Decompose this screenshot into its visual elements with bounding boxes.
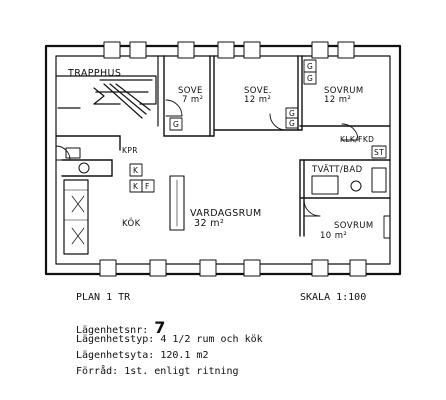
wardrobe-letter: ST	[374, 148, 384, 157]
room-label-vardagsrum: VARDAGSRUM	[190, 208, 262, 219]
apartment-number-label: Lägenhetsnr:	[76, 325, 149, 336]
living-cabinet	[169, 175, 185, 231]
door-swing	[55, 99, 359, 217]
room-label-sove-1: SOVE	[178, 86, 203, 96]
storage-row: Förråd: 1st. enligt ritning	[76, 366, 239, 377]
room-area-sovrum-1: 12 m²	[324, 95, 351, 105]
wardrobe-letter: F	[145, 182, 150, 191]
room-area-sove-2: 12 m²	[244, 95, 271, 105]
room-label-kpr: KPR	[122, 146, 138, 155]
wardrobe-letter: G	[289, 119, 295, 128]
storage-label: Förråd:	[76, 366, 119, 377]
wardrobe-letter: K	[133, 182, 139, 191]
apartment-type-row: Lägenhetstyp: 4 1/2 rum och kök	[76, 334, 263, 345]
window-top	[103, 41, 355, 59]
room-area-vardagsrum: 32 m²	[194, 218, 224, 229]
room-label-klk-fkd: KLK/FKD	[340, 135, 374, 144]
wardrobe-letter: G	[173, 120, 179, 129]
apartment-area-row: Lägenhetsyta: 120.1 m2	[76, 350, 208, 361]
wardrobe-letter: G	[307, 62, 313, 71]
stairwell	[55, 55, 159, 127]
floor-plan-drawing: TRAPPHUS SOVE 7 m² SOVE. 12 m² SOVRUM 12…	[44, 41, 402, 277]
wardrobe-letter: G	[307, 74, 313, 83]
room-label-sove-2: SOVE.	[244, 86, 272, 96]
apartment-number-value: 7	[154, 318, 166, 337]
room-area-sovrum-2: 10 m²	[320, 231, 347, 241]
scale-label: SKALA 1:100	[300, 292, 367, 303]
exterior-wall-inner	[55, 55, 391, 265]
apartment-area-label: Lägenhetsyta:	[76, 350, 155, 361]
room-area-sove-1: 7 m²	[182, 95, 203, 105]
apartment-type-label: Lägenhetstyp:	[76, 334, 155, 345]
window-bottom	[99, 259, 367, 277]
wardrobe-box	[129, 59, 391, 239]
apartment-area-value: 120.1 m2	[160, 350, 209, 361]
interior-wall	[55, 55, 391, 237]
room-label-kok: KÖK	[122, 218, 141, 229]
room-label-tvatt-bad: TVÄTT/BAD	[311, 164, 363, 175]
plan-label: PLAN 1 TR	[76, 292, 131, 303]
room-label-sovrum-1: SOVRUM	[324, 86, 364, 96]
kitchen-counter	[63, 179, 89, 255]
apartment-type-value: 4 1/2 rum och kök	[160, 334, 263, 345]
wardrobe-letter: K	[133, 166, 139, 175]
room-label-sovrum-2: SOVRUM	[334, 221, 374, 231]
wardrobe-letter: G	[289, 109, 295, 118]
room-label-trapphus: TRAPPHUS	[67, 68, 121, 79]
exterior-wall	[44, 44, 402, 276]
storage-value: 1st. enligt ritning	[124, 366, 239, 377]
apartment-number-row: Lägenhetsnr: 7	[76, 318, 165, 337]
bath-fixtures	[65, 147, 387, 195]
